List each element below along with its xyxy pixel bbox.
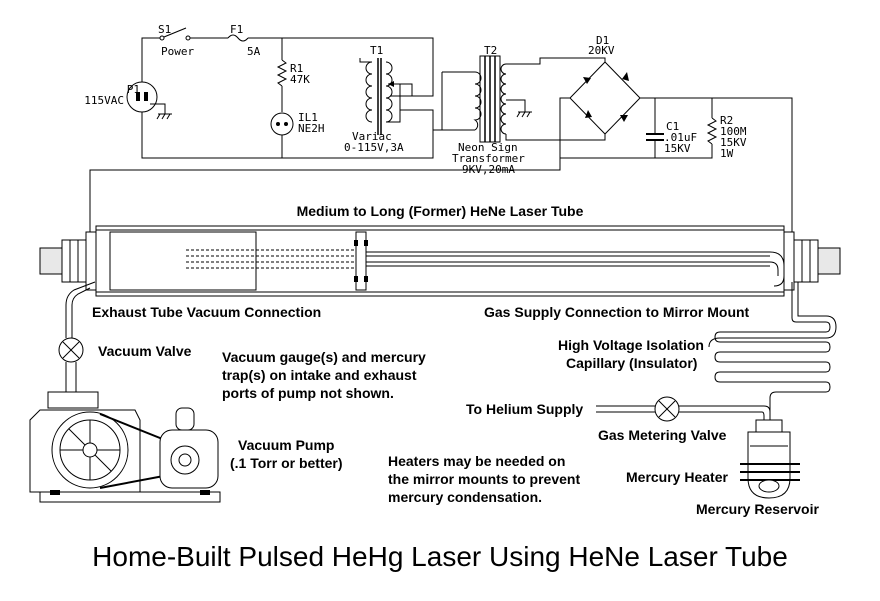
label-p1-ref: P1	[127, 83, 140, 96]
label-r2-line2: 15KV	[720, 136, 747, 149]
label-heater-note-3: mercury condensation.	[388, 489, 542, 505]
label-mercury-reservoir: Mercury Reservoir	[696, 501, 820, 517]
wire-hv-negative	[89, 97, 570, 245]
t2-primary	[473, 71, 482, 131]
label-gas-supply-connection: Gas Supply Connection to Mirror Mount	[484, 304, 750, 320]
label-s1-value: Power	[161, 45, 194, 58]
schematic: P1 115VAC S1 Power F1 5A R1 47K IL1 NE2H…	[84, 23, 793, 245]
label-vacuum-note-2: trap(s) on intake and exhaust	[222, 367, 417, 383]
label-c1-ref: C1	[666, 120, 679, 133]
label-d1-ref: D1	[596, 34, 609, 47]
label-t2-line2: Transformer	[452, 152, 525, 165]
label-vacuum-valve: Vacuum Valve	[98, 343, 192, 359]
label-t1-ref: T1	[370, 44, 383, 57]
pump-top	[47, 391, 99, 409]
label-helium-supply: To Helium Supply	[466, 401, 583, 417]
vacuum-pump	[29, 391, 221, 503]
wire-p1-s1	[141, 37, 160, 82]
ground-p1	[150, 103, 166, 114]
label-s1-ref: S1	[158, 23, 171, 36]
mirror-mount-right	[817, 247, 841, 275]
resistor-r2	[706, 117, 718, 145]
label-t2-line3: 9KV,20mA	[462, 163, 515, 176]
label-mercury-heater: Mercury Heater	[626, 469, 728, 485]
pump-base	[39, 491, 221, 503]
label-t2-line1: Neon Sign	[458, 141, 518, 154]
mercury-reservoir	[740, 419, 800, 499]
mercury-pool	[758, 479, 780, 493]
label-vacuum-pump-1: Vacuum Pump	[238, 437, 334, 453]
label-t1-line1: Variac	[352, 130, 392, 143]
resistor-r1	[276, 59, 288, 87]
gas-line	[596, 396, 771, 422]
figure-title: Home-Built Pulsed HeHg Laser Using HeNe …	[92, 541, 788, 572]
label-f1-ref: F1	[230, 23, 243, 36]
label-r1-value: 47K	[290, 73, 310, 86]
t2-secondary	[500, 63, 507, 135]
label-r1-ref: R1	[290, 62, 303, 75]
cathode-can	[109, 231, 257, 291]
mirror-mount-right-body	[793, 239, 819, 283]
label-t2-ref: T2	[484, 44, 497, 57]
variac-winding	[385, 61, 393, 123]
switch-s1	[163, 27, 187, 38]
label-d1-value: 20KV	[588, 44, 615, 57]
anode-lead	[769, 251, 785, 287]
wire-hv-anode	[712, 97, 793, 245]
label-c1-line2: 15KV	[664, 142, 691, 155]
label-r2-ref: R2	[720, 114, 733, 127]
hv-isolation-capillary	[708, 282, 837, 418]
label-r2-line1: 100M	[720, 125, 747, 138]
hene-laser-tube: Medium to Long (Former) HeNe Laser Tube	[39, 203, 841, 297]
variac-primary	[365, 61, 373, 123]
label-hv-isolation-1: High Voltage Isolation	[558, 337, 704, 353]
label-il1-ref: IL1	[298, 111, 318, 124]
bore-spacer	[355, 231, 367, 291]
mirror-mount-left	[39, 247, 63, 275]
label-r2-line3: 1W	[720, 147, 734, 160]
label-il1-value: NE2H	[298, 122, 325, 135]
label-exhaust-connection: Exhaust Tube Vacuum Connection	[92, 304, 321, 320]
label-heater-note-2: the mirror mounts to prevent	[388, 471, 580, 487]
ground-t2	[506, 99, 526, 112]
label-heater-note-1: Heaters may be needed on	[388, 453, 565, 469]
reservoir-stopper	[755, 419, 783, 433]
power-plug-p1	[126, 81, 158, 113]
fuse-f1	[227, 34, 249, 42]
wire-f1-t1	[248, 37, 434, 97]
label-c1-line1: .01uF	[664, 131, 697, 144]
wire-t1-t2-bottom	[441, 72, 475, 131]
neon-lamp-il1	[270, 112, 294, 136]
bridge-rectifier-d1	[569, 61, 641, 135]
wire-return	[141, 109, 434, 159]
label-hv-isolation-2: Capillary (Insulator)	[566, 355, 697, 371]
label-laser-tube: Medium to Long (Former) HeNe Laser Tube	[297, 203, 584, 219]
mirror-mount-left-body	[61, 239, 87, 283]
label-gas-metering-valve: Gas Metering Valve	[598, 427, 727, 443]
label-p1-value: 115VAC	[84, 94, 124, 107]
exhaust-tube	[58, 281, 96, 395]
label-t1-line2: 0-115V,3A	[344, 141, 404, 154]
motor-cap	[175, 407, 195, 431]
label-vacuum-note-1: Vacuum gauge(s) and mercury	[222, 349, 426, 365]
label-f1-value: 5A	[247, 45, 261, 58]
switch-s1-contact	[159, 35, 165, 41]
label-vacuum-note-3: ports of pump not shown.	[222, 385, 394, 401]
label-vacuum-pump-2: (.1 Torr or better)	[230, 455, 343, 471]
